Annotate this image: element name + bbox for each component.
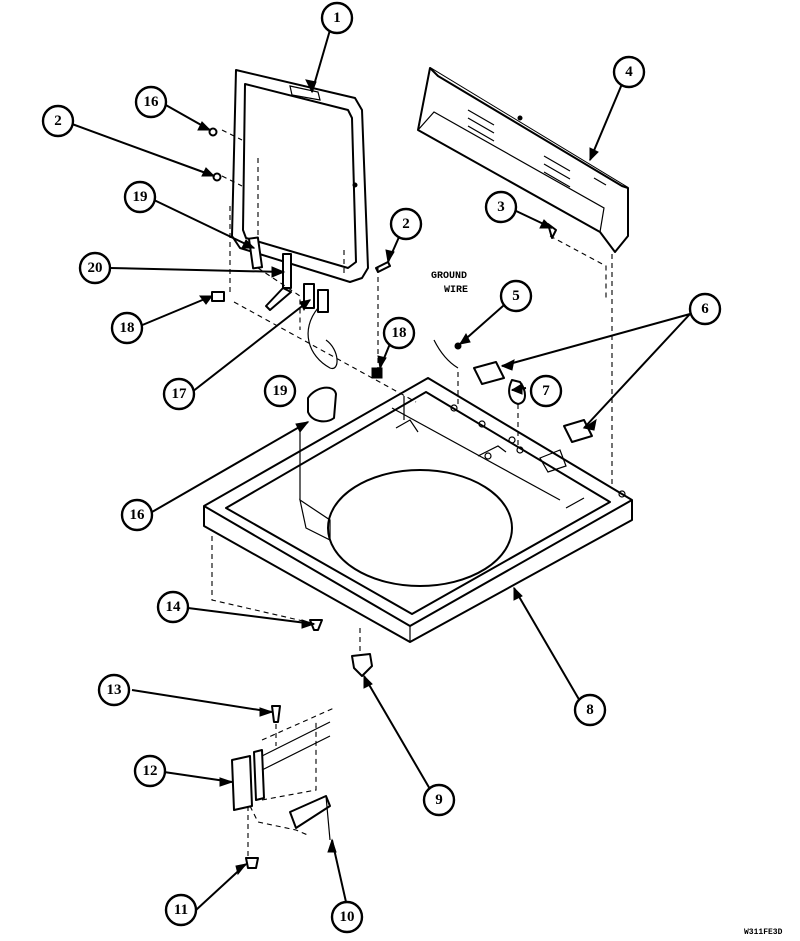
svg-text:19: 19	[133, 189, 148, 205]
drawing-code: W311FE3D	[744, 928, 783, 937]
callout-2-right: 2	[389, 207, 423, 241]
svg-text:2: 2	[402, 216, 410, 232]
svg-text:2: 2	[54, 113, 62, 129]
ground-wire-part	[433, 339, 459, 369]
leader-lines	[71, 29, 691, 911]
alignment-lines	[211, 129, 613, 856]
ground-wire-label-1: GROUND	[431, 271, 467, 282]
svg-text:17: 17	[172, 386, 188, 402]
svg-text:5: 5	[512, 288, 520, 304]
svg-text:16: 16	[144, 94, 160, 110]
bumper-9-part	[351, 653, 373, 677]
callout-19-bottom: 19	[263, 374, 297, 408]
callout-8: 8	[573, 693, 607, 727]
lid-part	[231, 69, 369, 283]
callout-4: 4	[612, 55, 646, 89]
hinge-pin-part	[265, 253, 292, 311]
callout-6: 6	[688, 292, 722, 326]
cabinet-top-part	[203, 377, 633, 643]
callout-20: 20	[78, 251, 112, 285]
svg-text:3: 3	[497, 199, 505, 215]
callout-19-top: 19	[123, 180, 157, 214]
svg-text:4: 4	[625, 64, 633, 80]
svg-text:1: 1	[333, 10, 341, 26]
callout-18-right: 18	[382, 316, 416, 350]
screw-16-part	[208, 127, 218, 137]
bumper-16-part	[307, 386, 337, 423]
ground-wire-label-2: WIRE	[444, 285, 468, 296]
hinge-bracket-part	[247, 236, 264, 270]
svg-text:13: 13	[107, 682, 122, 698]
callout-10: 10	[330, 900, 364, 934]
screw-13-part	[271, 705, 281, 723]
svg-text:8: 8	[586, 702, 594, 718]
callout-1: 1	[320, 1, 354, 35]
callout-17: 17	[162, 377, 196, 411]
callout-5: 5	[499, 279, 533, 313]
callout-16-top: 16	[134, 85, 168, 119]
console-panel-part	[417, 67, 629, 253]
screw-2b-part	[375, 261, 391, 273]
callout-3: 3	[484, 190, 518, 224]
callout-7: 7	[529, 374, 563, 408]
svg-text:14: 14	[166, 599, 182, 615]
svg-text:11: 11	[174, 902, 188, 918]
callout-18-left: 18	[110, 311, 144, 345]
clip-right-part	[371, 367, 383, 379]
svg-text:18: 18	[392, 325, 407, 341]
callout-9: 9	[422, 783, 456, 817]
callout-2-left: 2	[41, 104, 75, 138]
svg-text:10: 10	[340, 909, 355, 925]
bracket-10-part	[289, 795, 331, 829]
arrowheads	[197, 79, 599, 876]
insulator-6a-part	[473, 361, 505, 385]
hinge-bracket-12-part	[231, 707, 335, 811]
callout-13: 13	[97, 673, 131, 707]
svg-text:12: 12	[143, 763, 158, 779]
screw-11-part	[245, 857, 259, 869]
svg-text:18: 18	[120, 320, 135, 336]
callout-14: 14	[156, 590, 190, 624]
svg-text:9: 9	[435, 792, 443, 808]
svg-text:7: 7	[542, 383, 550, 399]
callout-12: 12	[133, 754, 167, 788]
callout-16-bottom: 16	[120, 498, 154, 532]
screw-14-part	[309, 619, 323, 631]
clip-left-part	[211, 291, 225, 302]
screw-2-part	[212, 172, 222, 182]
svg-text:20: 20	[88, 260, 103, 276]
callout-11: 11	[164, 893, 198, 927]
svg-text:6: 6	[701, 301, 709, 317]
svg-text:19: 19	[273, 383, 288, 399]
lid-switch-part	[303, 283, 338, 369]
svg-text:16: 16	[130, 507, 146, 523]
